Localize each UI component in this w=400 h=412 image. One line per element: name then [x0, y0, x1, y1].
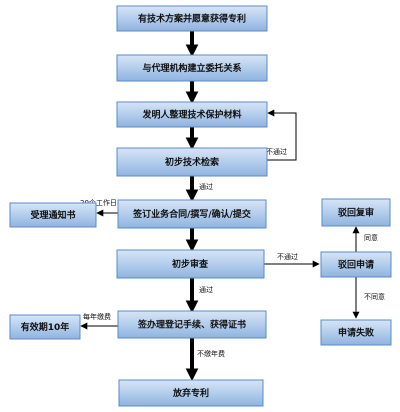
node-preliminary-search: 初步技术检索: [116, 147, 268, 177]
node-preliminary-search-label: 初步技术检索: [165, 156, 219, 168]
node-organize-label: 发明人整理技术保护材料: [141, 109, 241, 121]
node-valid-10-years-label: 有效期10年: [21, 321, 70, 333]
node-preliminary-exam-label: 初步审查: [172, 258, 209, 270]
node-application-fail-label: 申请失败: [338, 327, 375, 339]
label-pass-search: 通过: [199, 182, 213, 191]
label-not-pass-exam: 不通过: [277, 252, 298, 261]
node-register-label: 签办理登记手续、获得证书: [137, 319, 246, 331]
node-acceptance-notice: 受理通知书: [9, 202, 97, 228]
node-abandon-label: 放弃专利: [172, 387, 209, 399]
node-acceptance-notice-label: 受理通知书: [30, 209, 75, 221]
node-agency: 与代理机构建立委托关系: [116, 54, 268, 82]
node-rejection-review: 驳回复审: [321, 198, 391, 227]
label-agree: 同意: [364, 233, 378, 242]
label-disagree: 不同意: [364, 292, 385, 301]
node-have-scheme-label: 有技术方案并愿意获得专利: [138, 13, 246, 25]
node-rejection-application-label: 驳回申请: [338, 259, 374, 271]
node-preliminary-exam: 初步审查: [116, 249, 265, 279]
node-abandon: 放弃专利: [118, 379, 264, 407]
label-pass-exam: 通过: [199, 285, 213, 294]
node-valid-10-years: 有效期10年: [9, 314, 81, 340]
label-not-pass-search: 不通过: [266, 147, 287, 156]
node-register: 签办理登记手续、获得证书: [117, 310, 267, 339]
node-rejection-review-label: 驳回复审: [338, 207, 374, 219]
node-agency-label: 与代理机构建立委托关系: [142, 62, 241, 74]
node-application-fail: 申请失败: [320, 319, 392, 346]
label-workdays: 20个工作日: [80, 198, 117, 207]
node-sign-contract-label: 签订业务合同/撰写/确认/提交: [132, 208, 251, 220]
node-have-scheme: 有技术方案并愿意获得专利: [116, 5, 268, 32]
node-organize: 发明人整理技术保护材料: [116, 101, 268, 128]
label-annual-fee: 每年缴费: [83, 312, 111, 321]
arrow-search-back-to-organize: [266, 109, 297, 161]
node-sign-contract: 签订业务合同/撰写/确认/提交: [117, 199, 267, 229]
label-no-annual-fee: 不缴年费: [197, 349, 225, 358]
node-rejection-application: 驳回申请: [320, 251, 392, 278]
